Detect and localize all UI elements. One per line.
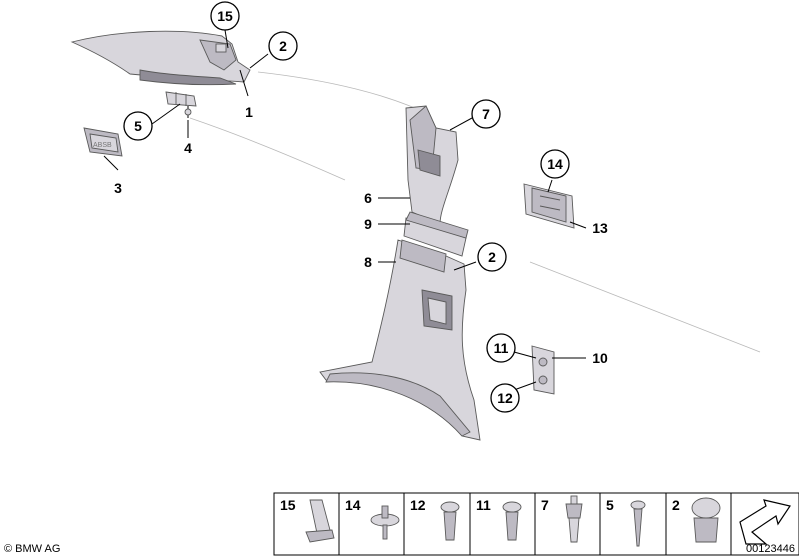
fastener-2-number: 2 [672,497,680,513]
fastener-11-number: 11 [476,497,491,513]
callout-14-number: 14 [547,156,563,172]
small-bracket-part [531,345,555,395]
callout-14: 14 [540,149,570,179]
callout-2-lower: 2 [477,242,507,272]
direction-arrow-icon [739,499,791,545]
seal-strip-part [403,211,469,257]
label-1: 1 [245,104,253,120]
callout-12-number: 12 [497,390,513,406]
label-8: 8 [364,254,372,270]
fastener-7-expanding-rivet-icon [565,495,583,543]
callout-15: 15 [210,1,240,31]
label-13: 13 [592,220,608,236]
label-4: 4 [184,140,192,156]
label-10: 10 [592,350,608,366]
fastener-strip: 15 14 12 11 7 5 2 [273,492,799,556]
copyright-text: © BMW AG [4,543,60,555]
label-3: 3 [114,180,122,196]
callout-2-lower-number: 2 [488,249,496,265]
clip-part [165,91,197,118]
fastener-14-number: 14 [345,497,361,513]
fastener-12-number: 12 [410,497,426,513]
callout-7-number: 7 [482,106,490,122]
callout-2-upper-number: 2 [279,38,287,54]
fastener-15-clip-icon [305,499,335,543]
badge-embossing: ABSB [93,142,112,149]
callout-12: 12 [490,383,520,413]
lower-b-pillar-trim-part [319,239,481,441]
callout-5: 5 [123,111,153,141]
label-6: 6 [364,190,372,206]
fastener-12-screw-icon [440,501,460,541]
callout-2-upper: 2 [268,31,298,61]
image-number: 00123446 [746,543,795,555]
fastener-7-number: 7 [541,497,549,513]
badge-part: ABSB [83,127,123,157]
fastener-11-screw-icon [502,501,522,541]
fastener-5-wood-screw-icon [630,500,646,547]
label-9: 9 [364,216,372,232]
a-pillar-trim-part [70,30,251,86]
upper-b-pillar-trim-part [405,105,459,225]
fastener-2-clip-nut-icon [691,497,721,543]
callout-5-number: 5 [134,118,142,134]
fastener-14-pushpin-icon [370,505,400,540]
callout-7: 7 [471,99,501,129]
callout-11-number: 11 [494,340,509,356]
fastener-5-number: 5 [606,497,614,513]
bracket-part [523,183,575,229]
fastener-15-number: 15 [280,497,296,513]
leader-lines [103,29,587,391]
callout-15-number: 15 [217,8,233,24]
callout-11: 11 [486,333,516,363]
